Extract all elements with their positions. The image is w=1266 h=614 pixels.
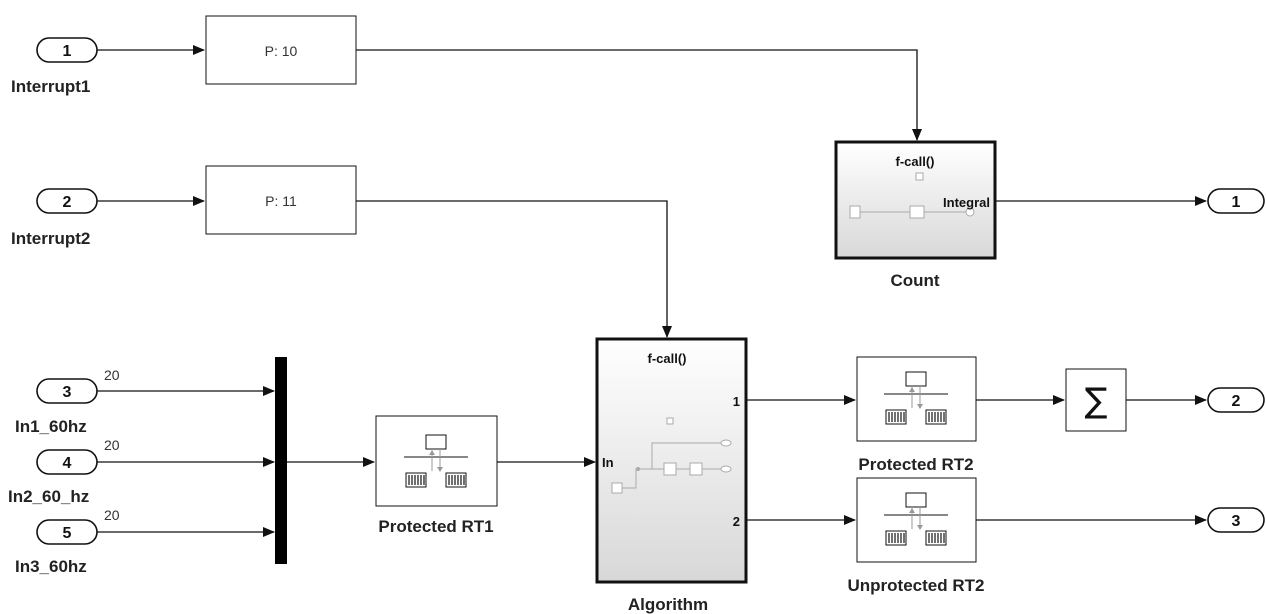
sum-block[interactable]: ∑ xyxy=(1065,368,1127,432)
inport-3-number: 3 xyxy=(63,384,72,401)
count-inner-icon xyxy=(849,172,975,219)
inport-4[interactable]: 4 20 In2_60_hz xyxy=(8,437,120,506)
inport-4-label: In2_60_hz xyxy=(8,487,89,506)
algorithm-inner-icon xyxy=(611,417,732,494)
algorithm-out2-label: 2 xyxy=(733,514,740,529)
inport-5[interactable]: 5 20 In3_60hz xyxy=(15,507,120,576)
count-label: Count xyxy=(890,271,939,290)
inport-3[interactable]: 3 20 In1_60hz xyxy=(15,367,120,436)
algorithm-subsystem[interactable]: f-call() In 1 2 Algorithm xyxy=(595,337,748,614)
count-port-label: Integral xyxy=(943,195,990,210)
outport-1[interactable]: 1 xyxy=(1207,188,1265,214)
outport-2-number: 2 xyxy=(1232,393,1241,410)
algorithm-subsystem-shape[interactable] xyxy=(595,337,748,584)
priority-block-p11-shape[interactable] xyxy=(205,165,357,235)
sum-block-shape[interactable] xyxy=(1065,368,1127,432)
outport-3-shape[interactable] xyxy=(1207,507,1265,533)
unprotected-rt2-shape[interactable] xyxy=(856,477,977,563)
inport-2[interactable]: 2 Interrupt2 xyxy=(11,188,98,248)
inport-2-label: Interrupt2 xyxy=(11,229,90,248)
inport-2-number: 2 xyxy=(63,194,72,211)
count-subsystem[interactable]: f-call() Integral Count xyxy=(834,140,997,290)
protected-rt2-label: Protected RT2 xyxy=(858,455,973,474)
outport-3-number: 3 xyxy=(1232,513,1241,530)
inport-4-number: 4 xyxy=(63,455,72,472)
wire-p11-algorithm xyxy=(356,200,672,338)
sum-icon: ∑ xyxy=(1085,381,1108,421)
algorithm-in-port-label: In xyxy=(602,455,614,470)
protected-rt2-shape[interactable] xyxy=(856,356,977,442)
inport-1-shape[interactable] xyxy=(36,37,98,63)
algorithm-out1-label: 1 xyxy=(733,394,740,409)
signal-lines xyxy=(97,45,1207,537)
inport-4-shape[interactable] xyxy=(36,449,98,475)
inport-1[interactable]: 1 Interrupt1 xyxy=(11,37,98,96)
outport-3[interactable]: 3 xyxy=(1207,507,1265,533)
inport-5-shape[interactable] xyxy=(36,519,98,545)
inport-3-shape[interactable] xyxy=(36,378,98,404)
outport-2[interactable]: 2 xyxy=(1207,387,1265,413)
mux-bar[interactable] xyxy=(275,357,287,564)
priority-block-p10-text: P: 10 xyxy=(265,43,298,59)
inport-2-shape[interactable] xyxy=(36,188,98,214)
inport-4-width: 20 xyxy=(104,437,120,453)
inport-1-label: Interrupt1 xyxy=(11,77,90,96)
outport-2-shape[interactable] xyxy=(1207,387,1265,413)
algorithm-trigger-label: f-call() xyxy=(648,351,687,366)
unprotected-rt2-block[interactable]: Unprotected RT2 xyxy=(848,477,985,595)
inport-1-number: 1 xyxy=(63,43,72,60)
protected-rt2-block[interactable]: Protected RT2 xyxy=(856,356,977,474)
priority-block-p11[interactable]: P: 11 xyxy=(205,165,357,235)
count-subsystem-shape[interactable] xyxy=(834,140,997,260)
protected-rt1-label: Protected RT1 xyxy=(378,517,493,536)
inport-5-label: In3_60hz xyxy=(15,557,87,576)
inport-5-number: 5 xyxy=(63,525,72,542)
inport-3-label: In1_60hz xyxy=(15,417,87,436)
outport-1-shape[interactable] xyxy=(1207,188,1265,214)
count-trigger-label: f-call() xyxy=(896,154,935,169)
inport-5-width: 20 xyxy=(104,507,120,523)
unprotected-rt2-label: Unprotected RT2 xyxy=(848,576,985,595)
priority-block-p11-text: P: 11 xyxy=(265,193,297,209)
inport-3-width: 20 xyxy=(104,367,120,383)
protected-rt1-block[interactable]: Protected RT1 xyxy=(375,415,498,536)
priority-block-p10-shape[interactable] xyxy=(205,15,357,85)
wire-p10-count xyxy=(356,49,922,141)
outport-1-number: 1 xyxy=(1232,194,1241,211)
priority-block-p10[interactable]: P: 10 xyxy=(205,15,357,85)
algorithm-label: Algorithm xyxy=(628,595,708,614)
protected-rt1-shape[interactable] xyxy=(375,415,498,507)
